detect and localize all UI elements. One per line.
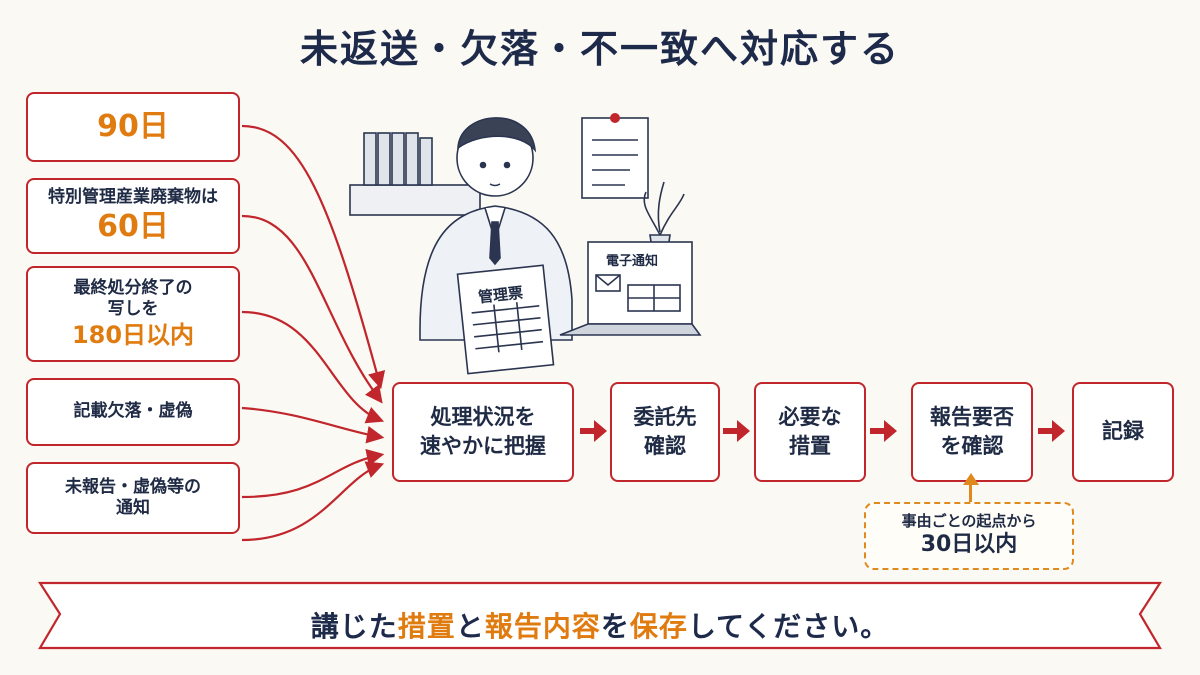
note-deadline: 30日以内 — [920, 532, 1018, 558]
deadline-note: 事由ごとの起点から 30日以内 — [864, 502, 1074, 570]
condition-highlight: 180日以内 — [71, 321, 195, 350]
step-record: 記録 — [1072, 382, 1174, 482]
condition-90-days: 90日 — [26, 92, 240, 162]
arrow-icon — [723, 420, 750, 442]
banner-text-accent: 措置 — [397, 610, 456, 643]
bottom-banner — [37, 581, 1163, 650]
condition-highlight: 90日 — [97, 109, 169, 145]
connector-missing — [241, 406, 385, 444]
condition-unreported-notice: 未報告・虚偽等の 通知 — [26, 462, 240, 534]
note-connector — [969, 484, 972, 502]
condition-final-disposal-180-days: 最終処分終了の 写しを 180日以内 — [26, 266, 240, 362]
arrow-icon — [870, 420, 897, 442]
banner-text-part: を — [600, 610, 630, 643]
connector-60 — [241, 214, 383, 404]
condition-label: 最終処分終了の — [73, 277, 193, 298]
condition-special-60-days: 特別管理産業廃棄物は 60日 — [26, 178, 240, 254]
condition-missing-false-entry: 記載欠落・虚偽 — [26, 378, 240, 446]
banner-text-accent: 保存 — [629, 610, 688, 643]
step-necessary-measures: 必要な 措置 — [754, 382, 866, 482]
arrow-icon — [1038, 420, 1065, 442]
banner-text-accent: 報告内容 — [484, 610, 601, 643]
connector-unreported — [241, 448, 385, 499]
up-arrow-icon — [963, 473, 979, 485]
banner-message: 講じた措置と報告内容を保存してください。 — [0, 605, 1200, 645]
step-check-contractor: 委託先 確認 — [610, 382, 720, 482]
condition-label: 写しを — [107, 299, 159, 319]
worker-illustration — [349, 113, 702, 375]
banner-text-part: と — [455, 610, 485, 643]
step-grasp-status: 処理状況を 速やかに把握 — [392, 382, 574, 482]
condition-label: 通知 — [116, 498, 150, 518]
connector-90 — [241, 124, 386, 390]
banner-text-part: 講じた — [310, 610, 398, 643]
note-label: 事由ごとの起点から — [901, 511, 1037, 530]
condition-highlight: 60日 — [97, 208, 169, 244]
illustration-laptop-label: 電子通知 — [606, 254, 659, 269]
arrow-icon — [580, 420, 607, 442]
connector-180 — [241, 310, 385, 424]
step-check-report: 報告要否 を確認 — [911, 382, 1033, 482]
page-title: 未返送・欠落・不一致へ対応する — [299, 27, 900, 71]
banner-text-part: してください。 — [687, 610, 890, 643]
condition-label: 特別管理産業廃棄物は — [48, 186, 218, 207]
condition-label: 記載欠落・虚偽 — [73, 401, 193, 422]
condition-label: 未報告・虚偽等の — [65, 476, 201, 497]
connector-extra — [241, 461, 385, 542]
